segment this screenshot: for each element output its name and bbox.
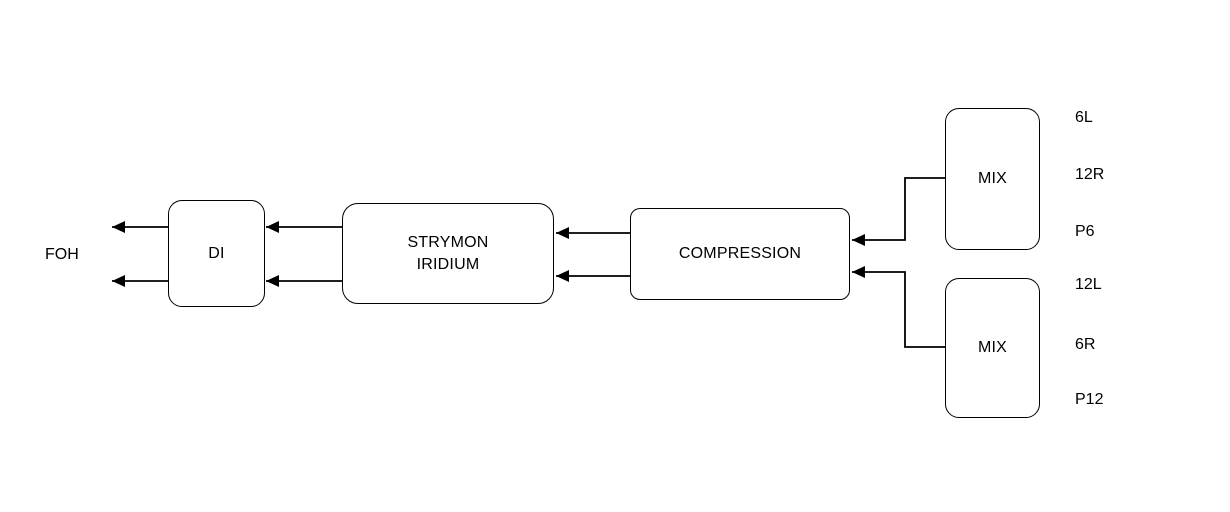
node-mix-bottom-label: MIX	[977, 339, 1008, 356]
arrow-mix-top-to-compression	[852, 177, 945, 246]
mix-bottom-output-12l: 12L	[1075, 276, 1102, 293]
mix-top-output-12r: 12R	[1075, 166, 1105, 183]
node-mix-bottom: MIX	[945, 278, 1040, 418]
node-strymon-label-line1: STRYMON	[407, 233, 489, 251]
node-compression-label: COMPRESSION	[678, 245, 802, 262]
node-strymon-iridium: STRYMON IRIDIUM	[342, 203, 554, 304]
arrow-mix-bottom-to-compression	[852, 266, 945, 348]
mix-top-output-p6: P6	[1075, 223, 1095, 240]
node-mix-top: MIX	[945, 108, 1040, 250]
mix-bottom-output-6r: 6R	[1075, 336, 1096, 353]
foh-label: FOH	[45, 246, 79, 263]
mix-bottom-output-p12: P12	[1075, 391, 1104, 408]
node-di-label: DI	[208, 244, 225, 262]
node-di: DI	[168, 200, 265, 307]
node-strymon-label-line2: IRIDIUM	[416, 255, 480, 273]
node-mix-top-label: MIX	[977, 170, 1008, 187]
node-compression: COMPRESSION	[630, 208, 850, 300]
mix-top-output-6l: 6L	[1075, 109, 1093, 126]
